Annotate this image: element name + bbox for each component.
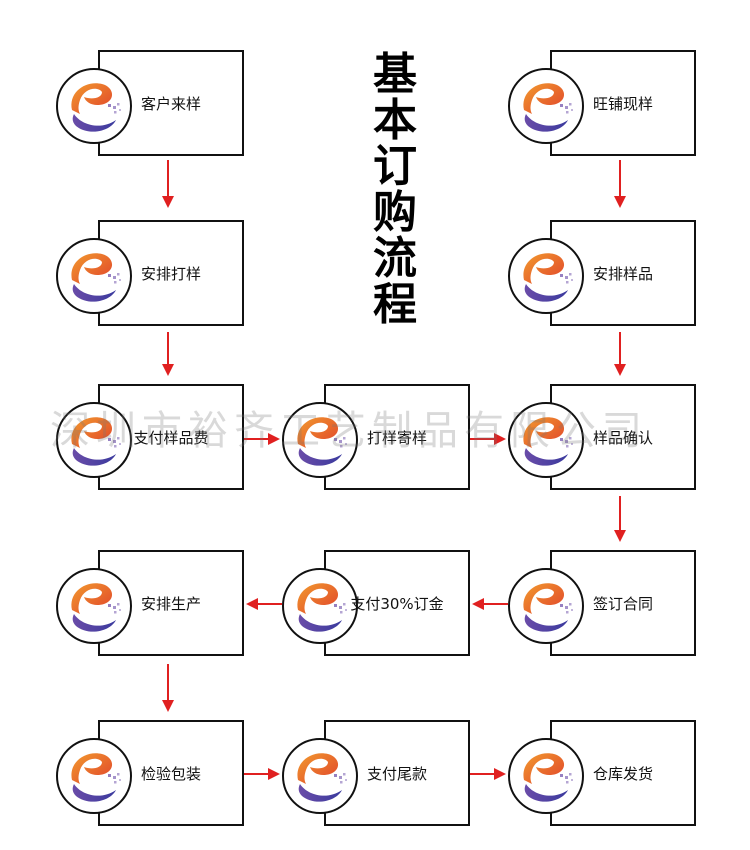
node-dayang-jiyang: 打样寄样 (282, 384, 472, 496)
node-cangku-fahuo: 仓库发货 (508, 720, 698, 832)
node-zhifu-yangpinfei: 支付样品费 (56, 384, 246, 496)
node-label: 支付尾款 (366, 764, 427, 783)
arrow-down (162, 160, 174, 208)
arrow-down (162, 332, 174, 376)
arrow-right (244, 768, 280, 780)
arrow-down (614, 332, 626, 376)
node-label: 检验包装 (140, 764, 201, 783)
e-swirl-logo-icon (56, 68, 132, 144)
arrow-down (614, 160, 626, 208)
node-anpai-dayang: 安排打样 (56, 220, 246, 332)
arrow-left (472, 598, 508, 610)
arrow-right (244, 433, 280, 445)
title-char: 本 (373, 95, 417, 146)
arrow-right (470, 433, 506, 445)
node-kehu-laiyang: 客户来样 (56, 50, 246, 162)
e-swirl-logo-icon (56, 402, 132, 478)
node-label: 支付样品费 (133, 428, 209, 447)
node-label: 安排生产 (140, 594, 201, 613)
node-label: 安排样品 (592, 264, 653, 283)
arrow-down (614, 496, 626, 542)
e-swirl-logo-icon (508, 568, 584, 644)
e-swirl-logo-icon (508, 402, 584, 478)
node-qianding-hetong: 签订合同 (508, 550, 698, 662)
node-zhifu-dingjin: 支付30%订金 (282, 550, 472, 662)
arrow-right (470, 768, 506, 780)
node-yangpin-queren: 样品确认 (508, 384, 698, 496)
node-anpai-shengchan: 安排生产 (56, 550, 246, 662)
e-swirl-logo-icon (56, 738, 132, 814)
arrow-left (246, 598, 282, 610)
node-label: 旺铺现样 (592, 94, 653, 113)
e-swirl-logo-icon (56, 238, 132, 314)
title-char: 程 (373, 279, 417, 330)
title-char: 订 (373, 141, 417, 192)
arrow-down (162, 664, 174, 712)
e-swirl-logo-icon (282, 568, 358, 644)
e-swirl-logo-icon (508, 68, 584, 144)
diagram-title: 基 本 订 购 流 程 (360, 52, 430, 328)
e-swirl-logo-icon (508, 738, 584, 814)
node-label: 签订合同 (592, 594, 653, 613)
node-label: 样品确认 (592, 428, 653, 447)
node-zhifu-weikuan: 支付尾款 (282, 720, 472, 832)
e-swirl-logo-icon (508, 238, 584, 314)
node-label: 客户来样 (140, 94, 201, 113)
e-swirl-logo-icon (282, 402, 358, 478)
node-wangpu-xianyang: 旺铺现样 (508, 50, 698, 162)
node-anpai-yangpin: 安排样品 (508, 220, 698, 332)
node-jianyan-baozhuang: 检验包装 (56, 720, 246, 832)
node-label: 打样寄样 (366, 428, 427, 447)
node-label: 支付30%订金 (350, 594, 444, 613)
title-char: 基 (373, 49, 417, 100)
node-label: 仓库发货 (592, 764, 653, 783)
title-char: 购 (373, 187, 417, 238)
node-label: 安排打样 (140, 264, 201, 283)
title-char: 流 (373, 233, 417, 284)
e-swirl-logo-icon (282, 738, 358, 814)
e-swirl-logo-icon (56, 568, 132, 644)
